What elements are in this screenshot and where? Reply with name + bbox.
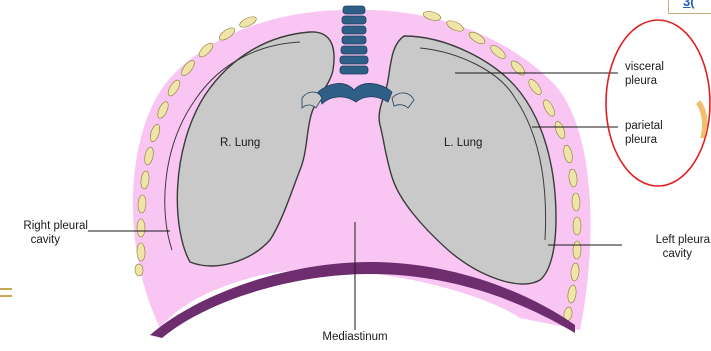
label-parietal-line1: parietal [625, 119, 663, 133]
highlight-ellipse [606, 20, 710, 186]
label-right-cavity-line1: Right pleural [8, 219, 88, 233]
tick-mark [0, 289, 12, 296]
orange-mark [696, 100, 707, 138]
label-visceral-pleura: visceral pleura [625, 60, 664, 88]
label-right-cavity-line2: cavity [8, 233, 88, 247]
label-mediastinum: Mediastinum [305, 330, 405, 344]
label-r-lung: R. Lung [220, 136, 260, 150]
label-left-pleural-cavity: Left pleura cavity [624, 233, 710, 261]
label-parietal-line2: pleura [625, 133, 663, 147]
label-right-pleural-cavity: Right pleural cavity [8, 219, 88, 247]
label-left-cavity-line2: cavity [624, 247, 710, 261]
corner-tab[interactable]: 3( [668, 0, 711, 14]
label-l-lung: L. Lung [444, 136, 482, 150]
label-visceral-line2: pleura [625, 74, 664, 88]
corner-tab-text[interactable]: 3( [683, 0, 695, 9]
label-visceral-line1: visceral [625, 60, 664, 74]
label-parietal-pleura: parietal pleura [625, 119, 663, 147]
label-left-cavity-line1: Left pleura [624, 233, 710, 247]
